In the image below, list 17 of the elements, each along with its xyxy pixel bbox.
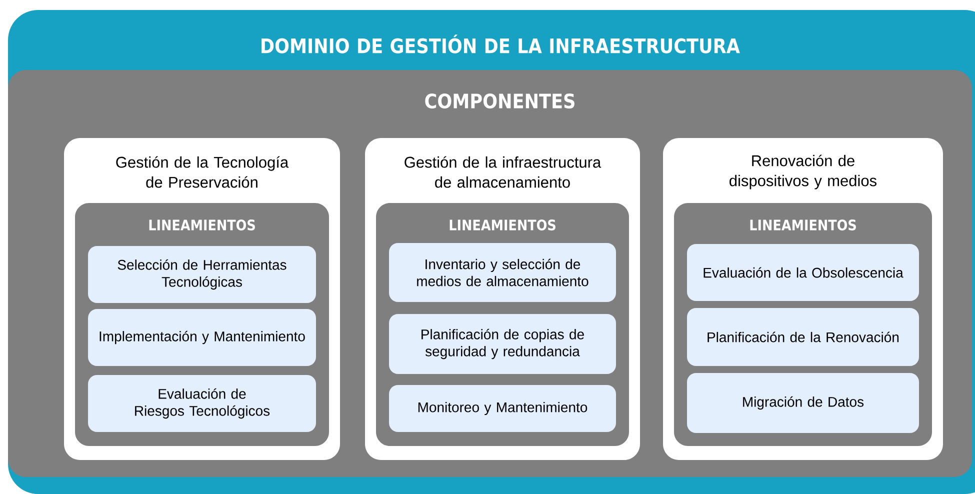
guideline-box: Implementación y Mantenimiento bbox=[88, 309, 316, 366]
domain-title: DOMINIO DE GESTIÓN DE LA INFRAESTRUCTURA bbox=[262, 34, 740, 54]
guideline-box: Inventario y selección de medios de almacenamiento bbox=[389, 243, 616, 302]
guideline-box: Planificación de copias de seguridad y redundancia bbox=[389, 314, 616, 374]
panel-title: LINEAMIENTOS bbox=[149, 220, 255, 230]
guideline-box: Evaluación de la Obsolescencia bbox=[687, 244, 919, 301]
guideline-box: Evaluación de Riesgos Tecnológicos bbox=[88, 375, 316, 432]
guideline-box: Monitoreo y Mantenimiento bbox=[389, 385, 616, 432]
panel-title: COMPONENTES bbox=[425, 93, 574, 109]
guideline-box: Selección de Herramientas Tecnológicas bbox=[88, 246, 316, 303]
guideline-box: Migración de Datos bbox=[687, 373, 919, 433]
card-title: Gestión de la Tecnología de Preservación bbox=[116, 156, 289, 188]
panel-title: LINEAMIENTOS bbox=[750, 220, 856, 230]
panel-title: LINEAMIENTOS bbox=[450, 220, 556, 230]
card-title: Gestión de la infraestructura de almacenamiento bbox=[404, 156, 602, 188]
guideline-box: Planificación de la Renovación bbox=[687, 308, 919, 366]
card-title: Renovación de dispositivos y medios bbox=[730, 154, 876, 190]
